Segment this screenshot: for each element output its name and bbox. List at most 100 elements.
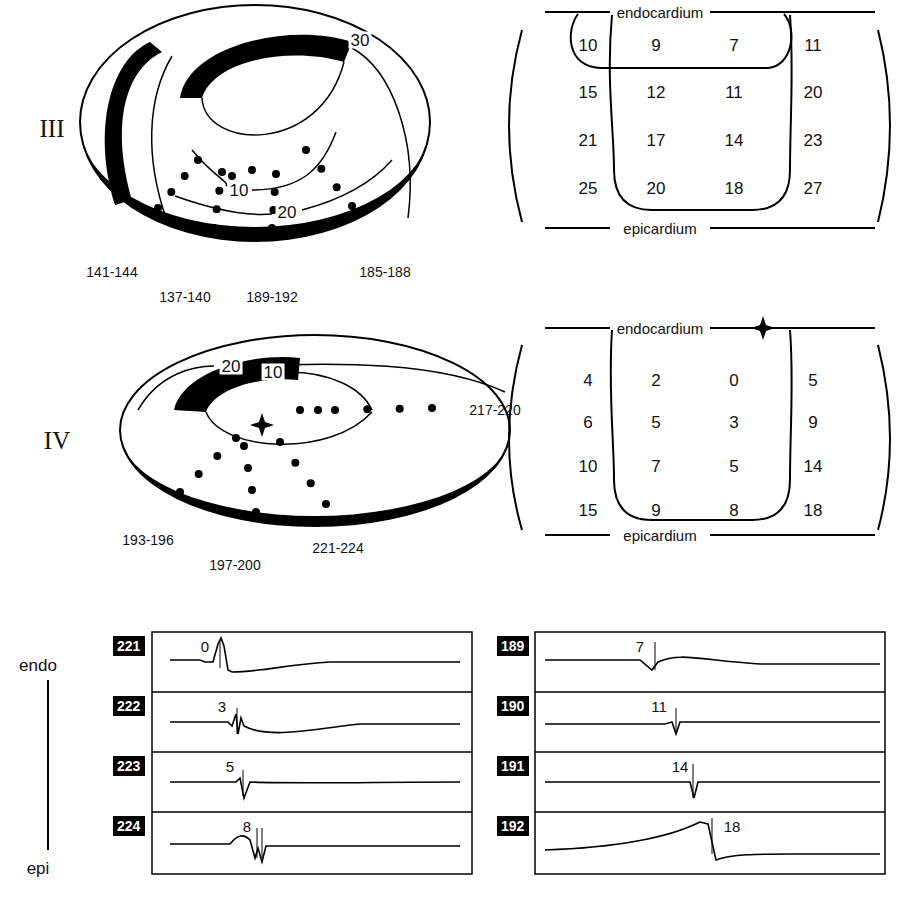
transmural-map-three	[571, 14, 792, 68]
activation-time: 17	[647, 132, 666, 149]
electrode-dot	[181, 172, 189, 180]
slice-label: III	[40, 116, 65, 141]
electrode-dots	[154, 146, 356, 232]
channel-number: 223	[117, 759, 141, 773]
electrode-dot	[296, 406, 304, 414]
electrode-dot	[252, 508, 260, 516]
electrode-dot	[276, 438, 284, 446]
wall-label: epicardium	[620, 528, 699, 543]
activation-time: 11	[650, 699, 668, 714]
electrode-dot	[348, 202, 356, 210]
electrode-dots	[176, 404, 436, 516]
electrode-dot	[307, 479, 315, 487]
activation-time: 5	[225, 759, 235, 774]
channel-number: 221	[117, 639, 141, 653]
channel-tag: 189	[497, 636, 529, 656]
electrode-dot	[213, 205, 221, 213]
activation-time: 11	[804, 37, 822, 54]
activation-time: 20	[647, 180, 666, 197]
slice-four	[206, 412, 372, 444]
transmural-map-four	[545, 327, 875, 329]
electrode-dot	[240, 442, 248, 450]
transmural-map-three	[545, 11, 875, 13]
activation-time: 8	[729, 502, 738, 519]
electrogram-traces	[170, 638, 460, 672]
activation-time: 14	[671, 759, 690, 774]
slice-four	[120, 335, 510, 527]
channel-number: 190	[501, 699, 525, 713]
transmural-map-three	[545, 227, 875, 229]
slice-four	[288, 372, 372, 410]
electrode-dot	[317, 165, 325, 173]
activation-time: 18	[723, 819, 742, 834]
electrogram-traces	[712, 818, 713, 854]
trace-frames	[535, 692, 885, 812]
activation-time: 3	[729, 414, 738, 431]
electrode-range: 193-196	[122, 533, 173, 547]
wall-label: endocardium	[614, 321, 707, 336]
activation-time: 23	[804, 132, 823, 149]
electrode-dot	[272, 170, 280, 178]
electrogram-traces	[243, 770, 244, 796]
activation-time: 9	[651, 502, 660, 519]
activation-time: 11	[725, 84, 743, 101]
isochrone-label: 20	[220, 358, 243, 375]
electrode-range: 217-220	[469, 403, 520, 417]
channel-number: 192	[501, 819, 525, 833]
transmural-map-three	[610, 15, 792, 210]
electrogram-traces	[693, 764, 694, 798]
activation-time: 20	[804, 84, 823, 101]
channel-tag: 223	[113, 756, 145, 776]
electrode-dot	[428, 404, 436, 412]
trace-frames	[47, 680, 49, 850]
electrode-dot	[396, 405, 404, 413]
electrogram-traces	[676, 708, 677, 732]
isochrone-label: 30	[349, 32, 372, 49]
activation-time: 12	[647, 84, 666, 101]
isochrone-label: 10	[262, 364, 285, 381]
channel-number: 189	[501, 639, 525, 653]
electrode-dot	[291, 459, 299, 467]
electrogram-traces	[545, 657, 880, 670]
transmural-map-four	[878, 345, 890, 530]
activation-time: 10	[579, 37, 598, 54]
electrode-dot	[248, 166, 256, 174]
electrogram-traces	[545, 782, 880, 798]
activation-time: 0	[729, 372, 738, 389]
electrode-dot	[302, 146, 310, 154]
slice-three	[180, 35, 352, 98]
electrode-dot	[194, 156, 202, 164]
activation-time: 25	[579, 180, 598, 197]
slice-four	[120, 432, 510, 527]
slice-label: IV	[44, 428, 70, 453]
channel-tag: 224	[113, 816, 145, 836]
activation-time: 18	[804, 502, 823, 519]
electrode-dot	[210, 224, 218, 232]
activation-time: 15	[579, 84, 598, 101]
channel-number: 224	[117, 819, 141, 833]
transmural-map-four	[509, 328, 890, 535]
slice-four	[174, 357, 300, 412]
electrode-dot	[333, 183, 341, 191]
channel-tag: 191	[497, 756, 529, 776]
wall-label: epicardium	[620, 221, 699, 236]
channel-tag: 190	[497, 696, 529, 716]
activation-time: 6	[583, 414, 592, 431]
electrogram-traces	[170, 836, 460, 862]
slice-three	[80, 5, 430, 242]
isochrone-label: 10	[228, 182, 251, 199]
electrogram-traces	[237, 708, 238, 734]
electrode-dot	[213, 452, 221, 460]
channel-tag: 192	[497, 816, 529, 836]
pacing-star	[751, 316, 775, 340]
slice-three	[192, 132, 336, 190]
electrode-dot	[154, 204, 162, 212]
activation-time: 4	[583, 372, 592, 389]
electrode-range: 221-224	[312, 541, 363, 555]
transmural-map-four	[611, 330, 792, 520]
electrode-dot	[232, 434, 240, 442]
activation-time: 5	[808, 372, 817, 389]
electrode-dot	[268, 224, 276, 232]
slice-three	[202, 62, 344, 135]
